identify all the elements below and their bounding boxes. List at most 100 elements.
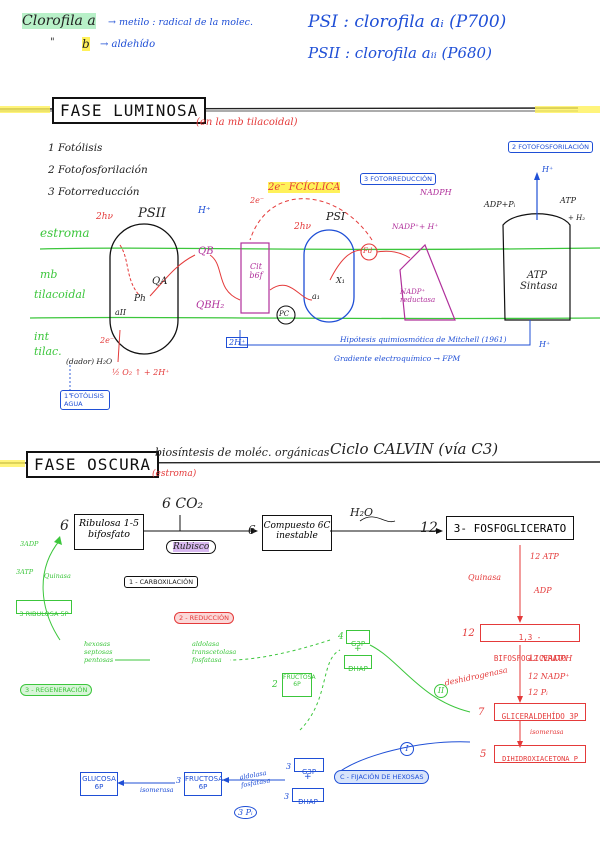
roman-i-label: I — [400, 742, 414, 756]
bisfo-count: 12 — [462, 628, 475, 639]
fosfo-count: 12 — [420, 520, 438, 536]
ciclica-label: 2e⁻ FCÍCLICA — [268, 182, 341, 193]
clorofila-a-text: Clorofila a — [22, 13, 96, 29]
g3p-bot-count: 3 — [286, 762, 292, 771]
fase-oscura-estroma: (estroma) — [152, 469, 197, 479]
compuesto-box: Compuesto 6C inestable — [262, 515, 332, 551]
dihidroxiacetona-box: DIHIDROXIACETONA P — [494, 745, 586, 763]
dhap-bot-count: 3 — [284, 792, 290, 801]
hv-psi: 2hν — [294, 222, 311, 232]
h-plus-label: H⁺ — [198, 206, 211, 216]
cit-label: Cit b6f — [249, 262, 263, 280]
dhap-top-text: DHAP — [348, 665, 368, 673]
g3p-bot-box: G3P — [294, 758, 324, 776]
dhap-count: 5 — [480, 749, 487, 760]
carboxilacion-tag: 1 - CARBOXILACIÓN — [124, 576, 199, 588]
g3p-bot-text: G3P — [301, 768, 317, 776]
co2-label: 6 CO₂ — [162, 496, 204, 512]
qbh2-label: QBH₂ — [196, 300, 225, 311]
adp-label: ADP+Pᵢ — [484, 200, 516, 209]
h-right-label: H⁺ — [539, 340, 551, 349]
x1-label: X₁ — [336, 276, 345, 285]
pi3-label: 3 Pᵢ — [234, 806, 257, 819]
adp-label-oscura: ADP — [534, 586, 552, 595]
step-3: 3 Fotorreducción — [48, 186, 140, 198]
n2-mid: 2 — [272, 680, 278, 690]
plus-top: + — [354, 644, 362, 654]
fase-luminosa-title: FASE LUMINOSA — [52, 97, 207, 124]
adp-left-label: 3ADP — [20, 540, 39, 548]
clorofila-b-text: b — [82, 37, 90, 51]
gliceraldehido-text: GLICERALDEHÍDO 3P — [501, 712, 579, 721]
ribulosa-5p-box: 3 RIBULOSA 5P — [16, 600, 72, 618]
plus-bot: + — [304, 772, 312, 782]
fd-label: Fd — [363, 247, 373, 255]
ribulosa-box: Ribulosa 1-5 bifosfato — [74, 514, 144, 550]
quinasa-left-label: Quinasa — [44, 572, 71, 580]
fase-luminosa-subtitle: (en la mb tilacoidal) — [196, 117, 298, 128]
nadp12-label: 12 NADP⁺ — [528, 672, 570, 681]
qa-label: QA — [152, 276, 168, 287]
hv-psii: 2hν — [96, 212, 113, 222]
nadph12-label: 12 NADPH — [528, 654, 573, 663]
dhap-bot-text: DHAP — [298, 798, 318, 806]
gliceraldehido-box: GLICERALDEHÍDO 3P — [494, 703, 586, 721]
region-mb: mb — [40, 268, 58, 281]
region-tilac: tilac. — [34, 345, 62, 358]
hipotesis-label: Hipótesis quimiosmótica de Mitchell (196… — [340, 335, 507, 344]
psii-note: PSII : clorofila aᵢᵢ (P680) — [308, 44, 492, 62]
step-2: 2 Fotofosforilación — [48, 164, 148, 176]
clorofila-a-label: Clorofila a — [22, 13, 96, 29]
quinasa-label: Quinasa — [468, 573, 502, 582]
n4-label: 4 — [338, 632, 344, 642]
ribulosa-text: Ribulosa 1-5 bifosfato — [78, 518, 139, 540]
h2-label: + H₂ — [568, 214, 586, 222]
bisfoglicerato-text: 1,3 - BIFOSFOGLICERATO — [493, 633, 567, 663]
fosfoglicerato-text: 3- FOSFOGLICERATO — [453, 522, 567, 535]
fijacion-tag: C - FIJACIÓN DE HEXOSAS — [334, 770, 430, 784]
rubisco-label: Rubisco — [166, 540, 217, 554]
hexosas-label: hexosas septosas pentosas — [84, 640, 114, 664]
ribulosa-5p-text: 3 RIBULOSA 5P — [19, 610, 69, 618]
nadph-label: NADPH — [420, 188, 452, 197]
fase-oscura-subtitle: biosíntesis de moléc. orgánicas — [155, 446, 330, 459]
pi12-label: 12 Pᵢ — [528, 688, 548, 697]
clorofila-a-note: → metilo : radical de la molec. — [108, 17, 254, 28]
atp12-label: 12 ATP — [530, 552, 559, 561]
a1-label: a₁ — [312, 292, 320, 301]
region-estroma: estroma — [40, 226, 90, 240]
g3p-top-text: G3P — [350, 640, 366, 648]
fotolisis-tag: 1 FOTÓLISIS AGUA — [60, 390, 110, 410]
fructosa-bot-count: 3 — [176, 776, 182, 785]
h-top-label: H⁺ — [542, 165, 554, 174]
step-1: 1 Fotólisis — [48, 142, 103, 154]
fotorreduccion-tag: 3 FOTORREDUCCIÓN — [360, 173, 437, 185]
ribulosa-count: 6 — [60, 518, 69, 534]
quote-mark: " — [50, 37, 55, 48]
o2-label: ½ O₂ ↑ + 2H⁺ — [112, 368, 170, 377]
fase-luminosa-title-text: FASE LUMINOSA — [60, 101, 199, 120]
pc-label: PC — [279, 310, 290, 318]
aldolasa-fosfatasa-label: aldolasa transcetolasa fosfatasa — [192, 640, 237, 664]
isomerasa2-label: isomerasa — [140, 786, 174, 794]
fructosa-bot-box: FRUCTOSA 6P — [184, 772, 223, 796]
g3p-top-box: G3P — [346, 630, 370, 648]
e2-label: 2e⁻ — [100, 336, 115, 345]
dhap-top-box: DHAP — [344, 655, 372, 673]
fotofosforilacion-tag: 2 FOTOFOSFORILACIÓN — [508, 141, 593, 153]
nadp-h-label: NADP⁺+ H⁺ — [392, 222, 439, 231]
clorofila-b-note: → aldehído — [100, 39, 156, 50]
p680-label: aII — [115, 308, 127, 317]
atp-out-label: ATP — [560, 196, 577, 205]
regeneracion-tag: 3 - REGENERACIÓN — [20, 684, 93, 696]
fosfoglicerato-box: 3- FOSFOGLICERATO — [446, 516, 574, 540]
atp-left-label: 3ATP — [16, 568, 34, 576]
qb-label: QB — [198, 246, 214, 257]
fase-oscura-title-text: FASE OSCURA — [34, 455, 151, 474]
compuesto-count: 6 — [248, 523, 256, 537]
glucosa-text: GLUCOSA 6P — [82, 775, 116, 791]
fructosa-mid-text: FRUCTOSA 6P — [283, 674, 316, 688]
clorofila-b-label: b — [82, 37, 90, 51]
glicer-count: 7 — [478, 707, 485, 718]
